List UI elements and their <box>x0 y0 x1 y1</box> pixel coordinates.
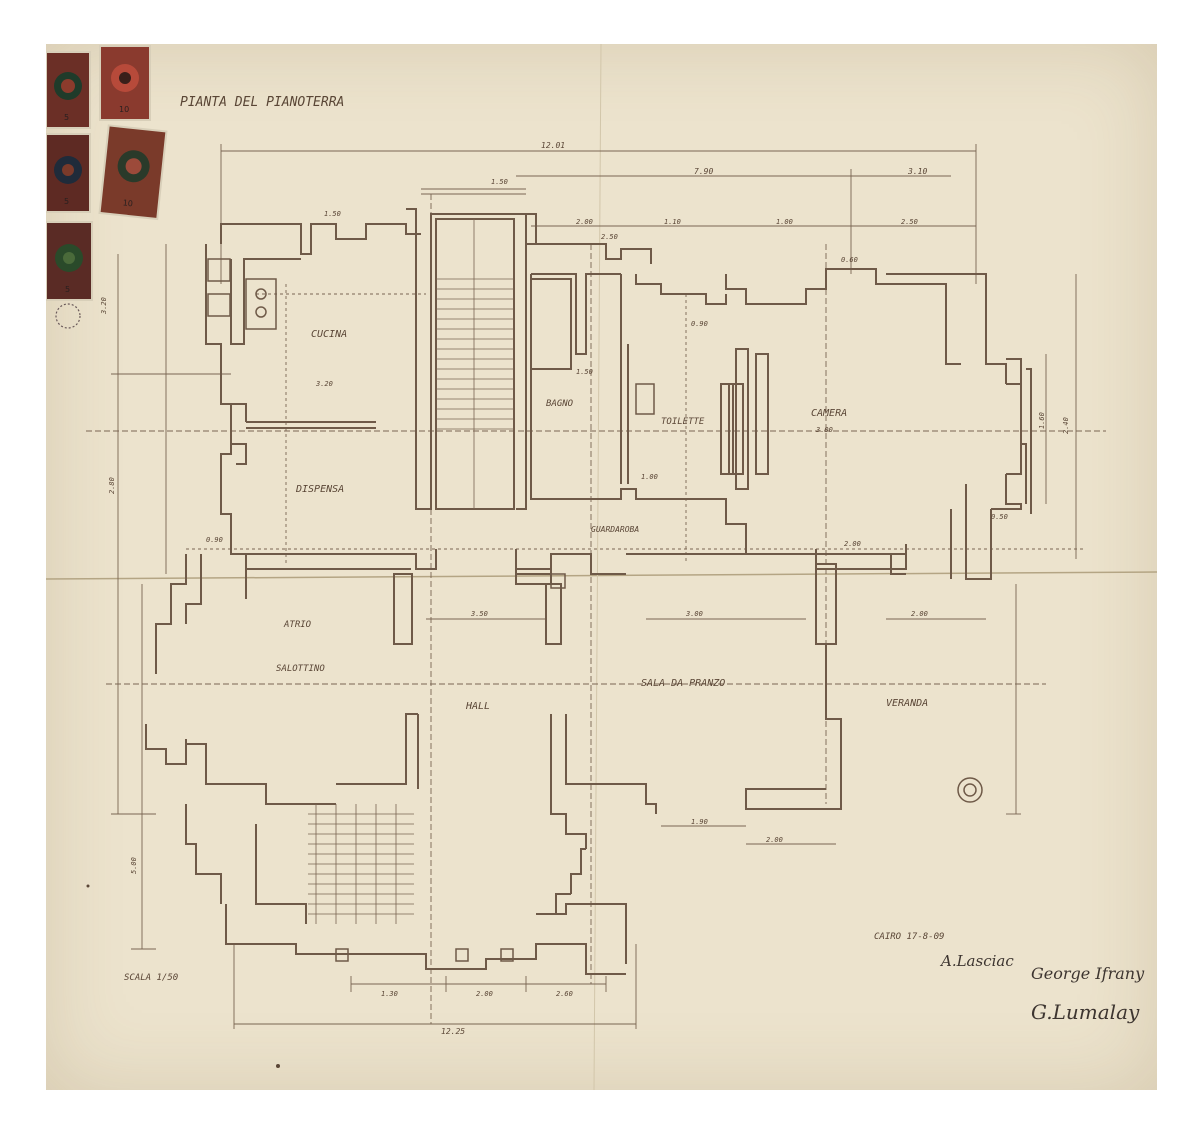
room-label-veranda: VERANDA <box>886 698 928 709</box>
dimension-labels: 12.01 7.90 3.10 12.25 1.50 2.00 1.10 1.0… <box>100 141 1070 1036</box>
dim-misc-10: 2.00 <box>766 836 783 844</box>
ink-dot <box>86 884 90 888</box>
revenue-stamp-1: 5 <box>46 51 91 129</box>
dim-misc-3: 3.00 <box>815 426 833 434</box>
dim-bottom-seg-3: 2.60 <box>556 990 573 998</box>
plan-title: PIANTA DEL PIANOTERRA <box>180 95 344 110</box>
dim-right-top: 7.90 <box>694 167 713 176</box>
stair-treads-main <box>436 219 514 509</box>
signature-lasciac: A.Lasciac <box>939 952 1014 970</box>
dim-seg-top-5: 2.50 <box>901 218 918 226</box>
revenue-stamp-3: 5 <box>46 133 91 213</box>
dim-bottom-seg-1: 1.30 <box>381 990 398 998</box>
dimension-lines <box>86 144 1106 1029</box>
signature-lumalay: G.Lumalay <box>1031 1000 1140 1024</box>
dim-left-1: 3.20 <box>100 297 108 315</box>
dim-misc-1: 3.20 <box>315 380 333 388</box>
dim-misc-12: 1.50 <box>576 368 593 376</box>
dim-seg-top-6: 2.50 <box>601 233 618 241</box>
cancellation-mark <box>55 303 81 329</box>
room-labels: CUCINA DISPENSA BAGNO TOILETTE CAMERA GU… <box>276 329 928 712</box>
dim-seg-top-7: 0.60 <box>841 256 858 264</box>
dim-seg-top-8: 1.50 <box>491 178 508 186</box>
svg-text:5: 5 <box>64 197 69 206</box>
dim-seg-top-2: 2.00 <box>576 218 593 226</box>
scale-note: SCALA 1/50 <box>124 973 178 983</box>
dim-misc-4: 1.00 <box>641 473 658 481</box>
dim-seg-top-1: 1.50 <box>324 210 341 218</box>
dim-misc-14: 2.40 <box>1062 417 1070 434</box>
revenue-stamps: 5 10 5 10 5 <box>46 45 168 329</box>
room-label-guardaroba: GUARDAROBA <box>591 525 639 534</box>
dim-misc-11: 1.90 <box>691 818 708 826</box>
date-annotation: CAIRO 17-8-09 <box>874 932 944 942</box>
room-label-cucina: CUCINA <box>311 329 347 340</box>
dim-bottom-overall: 12.25 <box>441 1027 465 1036</box>
dim-left-2: 2.80 <box>108 477 116 494</box>
revenue-stamp-4: 10 <box>98 124 168 221</box>
dim-bottom-seg-2: 2.00 <box>476 990 493 998</box>
revenue-stamp-5: 5 <box>46 221 93 301</box>
dim-misc-6: 0.50 <box>991 513 1008 521</box>
fixtures <box>207 258 983 962</box>
dim-left-3: 5.00 <box>130 857 138 874</box>
toilet-fixture <box>635 383 655 415</box>
dim-far-right-top: 3.10 <box>907 167 927 176</box>
svg-text:5: 5 <box>65 285 70 294</box>
column-base <box>957 777 983 803</box>
floor-plan-drawing: PIANTA DEL PIANOTERRA <box>46 44 1157 1090</box>
dim-misc-15: 1.60 <box>1038 412 1046 429</box>
stove-burner <box>207 293 231 317</box>
stove-burner <box>207 258 231 282</box>
room-label-sala: SALA DA PRANZO <box>641 678 725 689</box>
blueprint-sheet: PIANTA DEL PIANOTERRA <box>46 44 1157 1090</box>
dim-misc-2: 0.90 <box>691 320 708 328</box>
stair-treads-entrance <box>308 804 414 924</box>
room-label-dispensa: DISPENSA <box>295 484 344 495</box>
signature-ifrany: George Ifrany <box>1031 964 1145 983</box>
room-label-toilette: TOILETTE <box>661 417 705 427</box>
svg-text:5: 5 <box>64 113 69 122</box>
ink-dot <box>276 1064 280 1068</box>
dim-seg-top-4: 1.00 <box>776 218 793 226</box>
room-label-atrio: ATRIO <box>283 620 312 630</box>
dim-misc-13: 0.90 <box>206 536 223 544</box>
svg-text:10: 10 <box>119 105 129 114</box>
paper-fold-line-vertical <box>593 44 602 1090</box>
walls <box>145 208 1032 975</box>
paper-fold-line <box>46 571 1157 580</box>
room-label-bagno: BAGNO <box>546 399 574 409</box>
svg-text:10: 10 <box>122 198 133 208</box>
dim-seg-top-3: 1.10 <box>664 218 681 226</box>
dim-misc-5: 2.00 <box>844 540 861 548</box>
dim-misc-9: 3.50 <box>470 610 488 618</box>
room-label-salotto: SALOTTINO <box>276 664 325 674</box>
room-label-hall: HALL <box>465 701 490 712</box>
dim-misc-7: 3.00 <box>685 610 703 618</box>
revenue-stamp-2: 10 <box>99 45 151 121</box>
dim-misc-8: 2.00 <box>911 610 928 618</box>
dim-overall-top: 12.01 <box>541 141 565 150</box>
room-label-camera: CAMERA <box>811 408 847 419</box>
